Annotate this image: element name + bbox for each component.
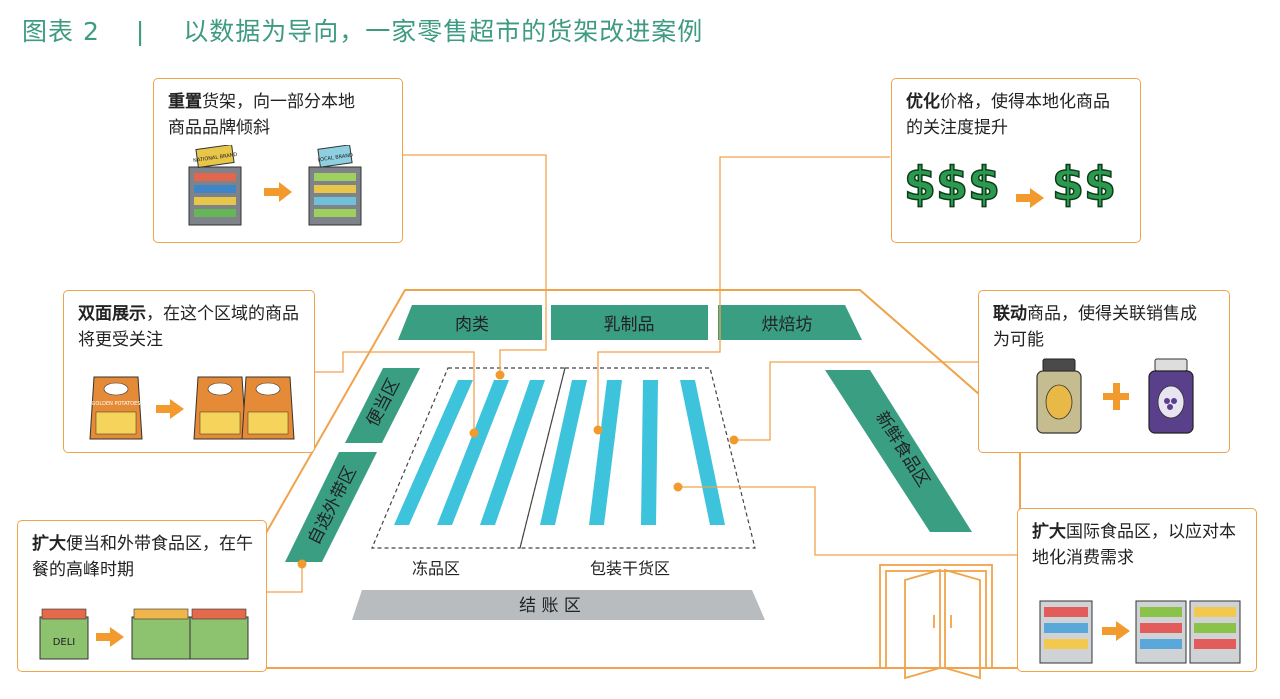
callout-price-text: 价格，使得本地化商品的关注度提升: [906, 92, 1110, 138]
chips-bag-icon: [193, 376, 247, 440]
frozen-area: [371, 367, 566, 549]
zone-convenience: [345, 368, 420, 443]
packaged-area-label: 包装干货区: [590, 559, 670, 578]
chips-brand-text: GOLDEN POTATOES: [92, 401, 141, 407]
peanut-butter-jar-icon: [1036, 358, 1082, 434]
packaged-area: [519, 367, 756, 549]
packaged-aisle-2: [589, 380, 622, 525]
callout-intl-bold: 扩大: [1032, 522, 1066, 542]
callout-double-bold: 双面展示: [78, 304, 146, 324]
zone-meat: [398, 305, 542, 340]
title-separator: |: [135, 17, 146, 46]
callout-linked-products: 联动商品，使得关联销售成为可能: [978, 290, 1230, 453]
jars-illustration: [1036, 358, 1194, 434]
frozen-aisle-2: [437, 380, 509, 525]
chips-bag-icon: GOLDEN POTATOES: [89, 376, 143, 440]
frozen-aisle-1: [394, 380, 473, 525]
zone-bakery: [718, 305, 862, 340]
money-before: $$$: [903, 157, 1001, 211]
deli-illustration: DELI: [39, 608, 249, 660]
chips-bag-icon: [241, 376, 295, 440]
callout-optimize-price: 优化价格，使得本地化商品的关注度提升 $$$ $$: [891, 78, 1141, 243]
callout-reset-text: 货架，向一部分本地商品品牌倾斜: [168, 92, 355, 138]
callout-reset-shelves: 重置货架，向一部分本地商品品牌倾斜 NATIONAL BRAND LOCAL B…: [153, 78, 403, 243]
plus-icon: [1103, 383, 1129, 410]
zone-checkout-label: 结 账 区: [519, 596, 581, 616]
national-shelf-icon: NATIONAL BRAND: [188, 145, 242, 226]
zone-checkout: [352, 590, 765, 620]
local-brand-sign: LOCAL BRAND: [317, 153, 353, 164]
frozen-aisle-3: [480, 380, 545, 525]
zone-dairy-label: 乳制品: [604, 315, 655, 335]
arrow-icon: [1016, 188, 1044, 208]
callout-double-text: ，在这个区域的商品将更受关注: [78, 304, 299, 350]
zone-takeaway: [285, 452, 377, 562]
deli-label: DELI: [53, 637, 76, 648]
packaged-aisle-3: [641, 380, 658, 525]
connector-dots: [297, 370, 739, 569]
arrow-icon: [264, 182, 292, 202]
zone-bakery-label: 烘焙坊: [762, 315, 813, 335]
callout-deli-bold: 扩大: [32, 534, 66, 554]
international-shelf-illustration: [1039, 600, 1241, 664]
chips-illustration: GOLDEN POTATOES: [89, 376, 295, 440]
arrow-icon: [96, 627, 124, 647]
page-title: 图表 2 | 以数据为导向，一家零售超市的货架改进案例: [22, 12, 703, 48]
arrow-icon: [1102, 621, 1130, 641]
callout-expand-international: 扩大国际食品区，以应对本地化消费需求: [1017, 508, 1257, 672]
zone-dairy: [551, 305, 708, 340]
jelly-jar-icon: [1148, 358, 1194, 434]
callout-deli-text: 便当和外带食品区，在午餐的高峰时期: [32, 534, 253, 580]
title-text: 以数据为导向，一家零售超市的货架改进案例: [183, 17, 704, 46]
arrow-icon: [156, 399, 184, 419]
callout-reset-bold: 重置: [168, 92, 202, 112]
frozen-area-label: 冻品区: [412, 559, 460, 578]
connector-lines: [267, 154, 1017, 593]
callout-intl-text: 国际食品区，以应对本地化消费需求: [1032, 522, 1236, 568]
callout-link-text: 商品，使得关联销售成为可能: [993, 304, 1197, 350]
deli-counter-icon: DELI: [39, 608, 89, 660]
packaged-aisle-1: [540, 380, 587, 525]
zone-fresh: [825, 370, 972, 532]
callout-double-display: 双面展示，在这个区域的商品将更受关注 GOLDEN POTATOES: [63, 290, 315, 453]
shelf-illustration: NATIONAL BRAND LOCAL BRAND: [188, 145, 362, 226]
shelf-icon: [1039, 600, 1093, 664]
callout-price-bold: 优化: [906, 92, 940, 112]
title-prefix: 图表 2: [22, 17, 100, 46]
shelf-icon: [1135, 600, 1241, 664]
door-icon: [879, 564, 993, 680]
callout-expand-deli: 扩大便当和外带食品区，在午餐的高峰时期 DELI: [17, 520, 267, 672]
zone-meat-label: 肉类: [455, 315, 489, 335]
deli-counter-icon: [131, 608, 249, 660]
local-shelf-icon: LOCAL BRAND: [308, 145, 362, 226]
callout-link-bold: 联动: [993, 304, 1027, 324]
money-after: $$: [1051, 157, 1117, 211]
packaged-aisle-4: [680, 380, 725, 525]
